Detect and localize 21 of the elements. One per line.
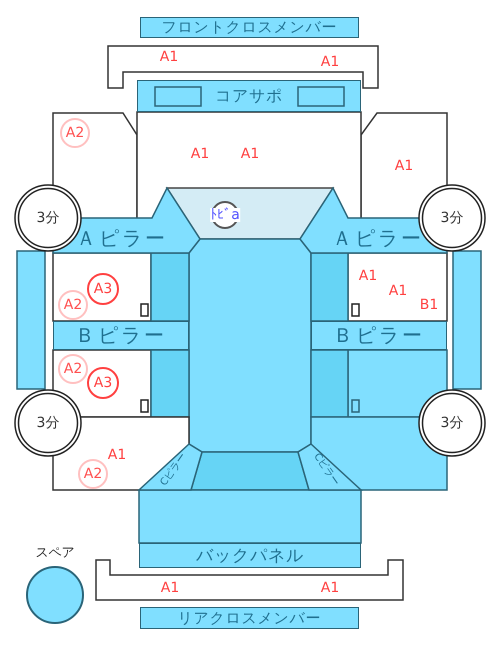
mark-label: 3分 <box>36 416 60 430</box>
panel-label: Ａピラー <box>332 228 424 248</box>
mark-label: A2 <box>66 126 84 140</box>
pillar-panel: Ｂピラー <box>311 321 447 350</box>
panel-label: Cピラー <box>311 452 341 488</box>
panel-label: Ａピラー <box>76 228 168 248</box>
cross-member-panel: リアクロスメンバー <box>140 607 359 629</box>
mark-label: A2 <box>84 467 102 481</box>
panel-label: Cピラー <box>159 452 189 488</box>
spare-label: スペア <box>36 546 74 560</box>
pillar-panel: Ｂピラー <box>53 321 189 350</box>
back-panel: バックパネル <box>139 543 361 568</box>
mark-label: A2 <box>64 362 82 376</box>
mark-label: 3分 <box>440 211 464 225</box>
mark-label: 3分 <box>36 211 60 225</box>
mark-label: A3 <box>94 376 112 390</box>
cross-member-panel: フロントクロスメンバー <box>140 17 359 38</box>
mark-label: A3 <box>94 282 112 296</box>
mark-label: A2 <box>64 298 82 312</box>
mark-label: 3分 <box>440 416 464 430</box>
mark-label: ﾄﾋﾞa <box>210 208 240 222</box>
